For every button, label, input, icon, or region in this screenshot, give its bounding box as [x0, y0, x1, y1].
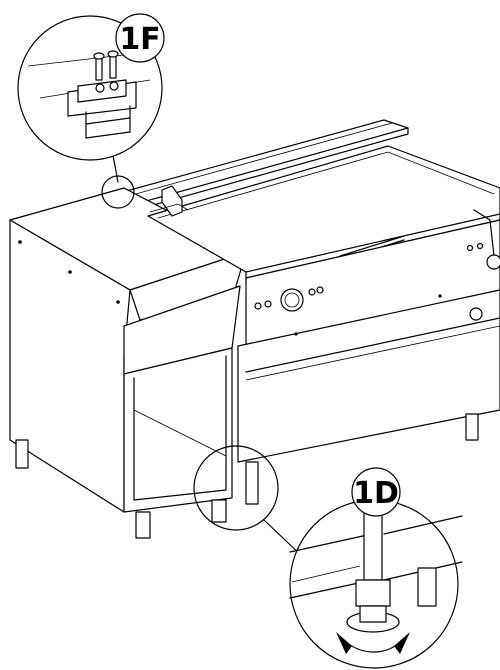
callout-1f-badge	[115, 13, 165, 63]
callout-1f: 1F	[17, 13, 165, 209]
callout-1f-label: 1F	[119, 22, 160, 57]
callout-1f-target-circle	[101, 175, 135, 209]
callout-1d-target-circle	[193, 445, 279, 531]
appliance-body	[9, 119, 500, 539]
callout-1d: 1D	[193, 445, 463, 669]
callout-1d-badge	[351, 467, 401, 517]
callout-1d-label: 1D	[353, 476, 399, 511]
